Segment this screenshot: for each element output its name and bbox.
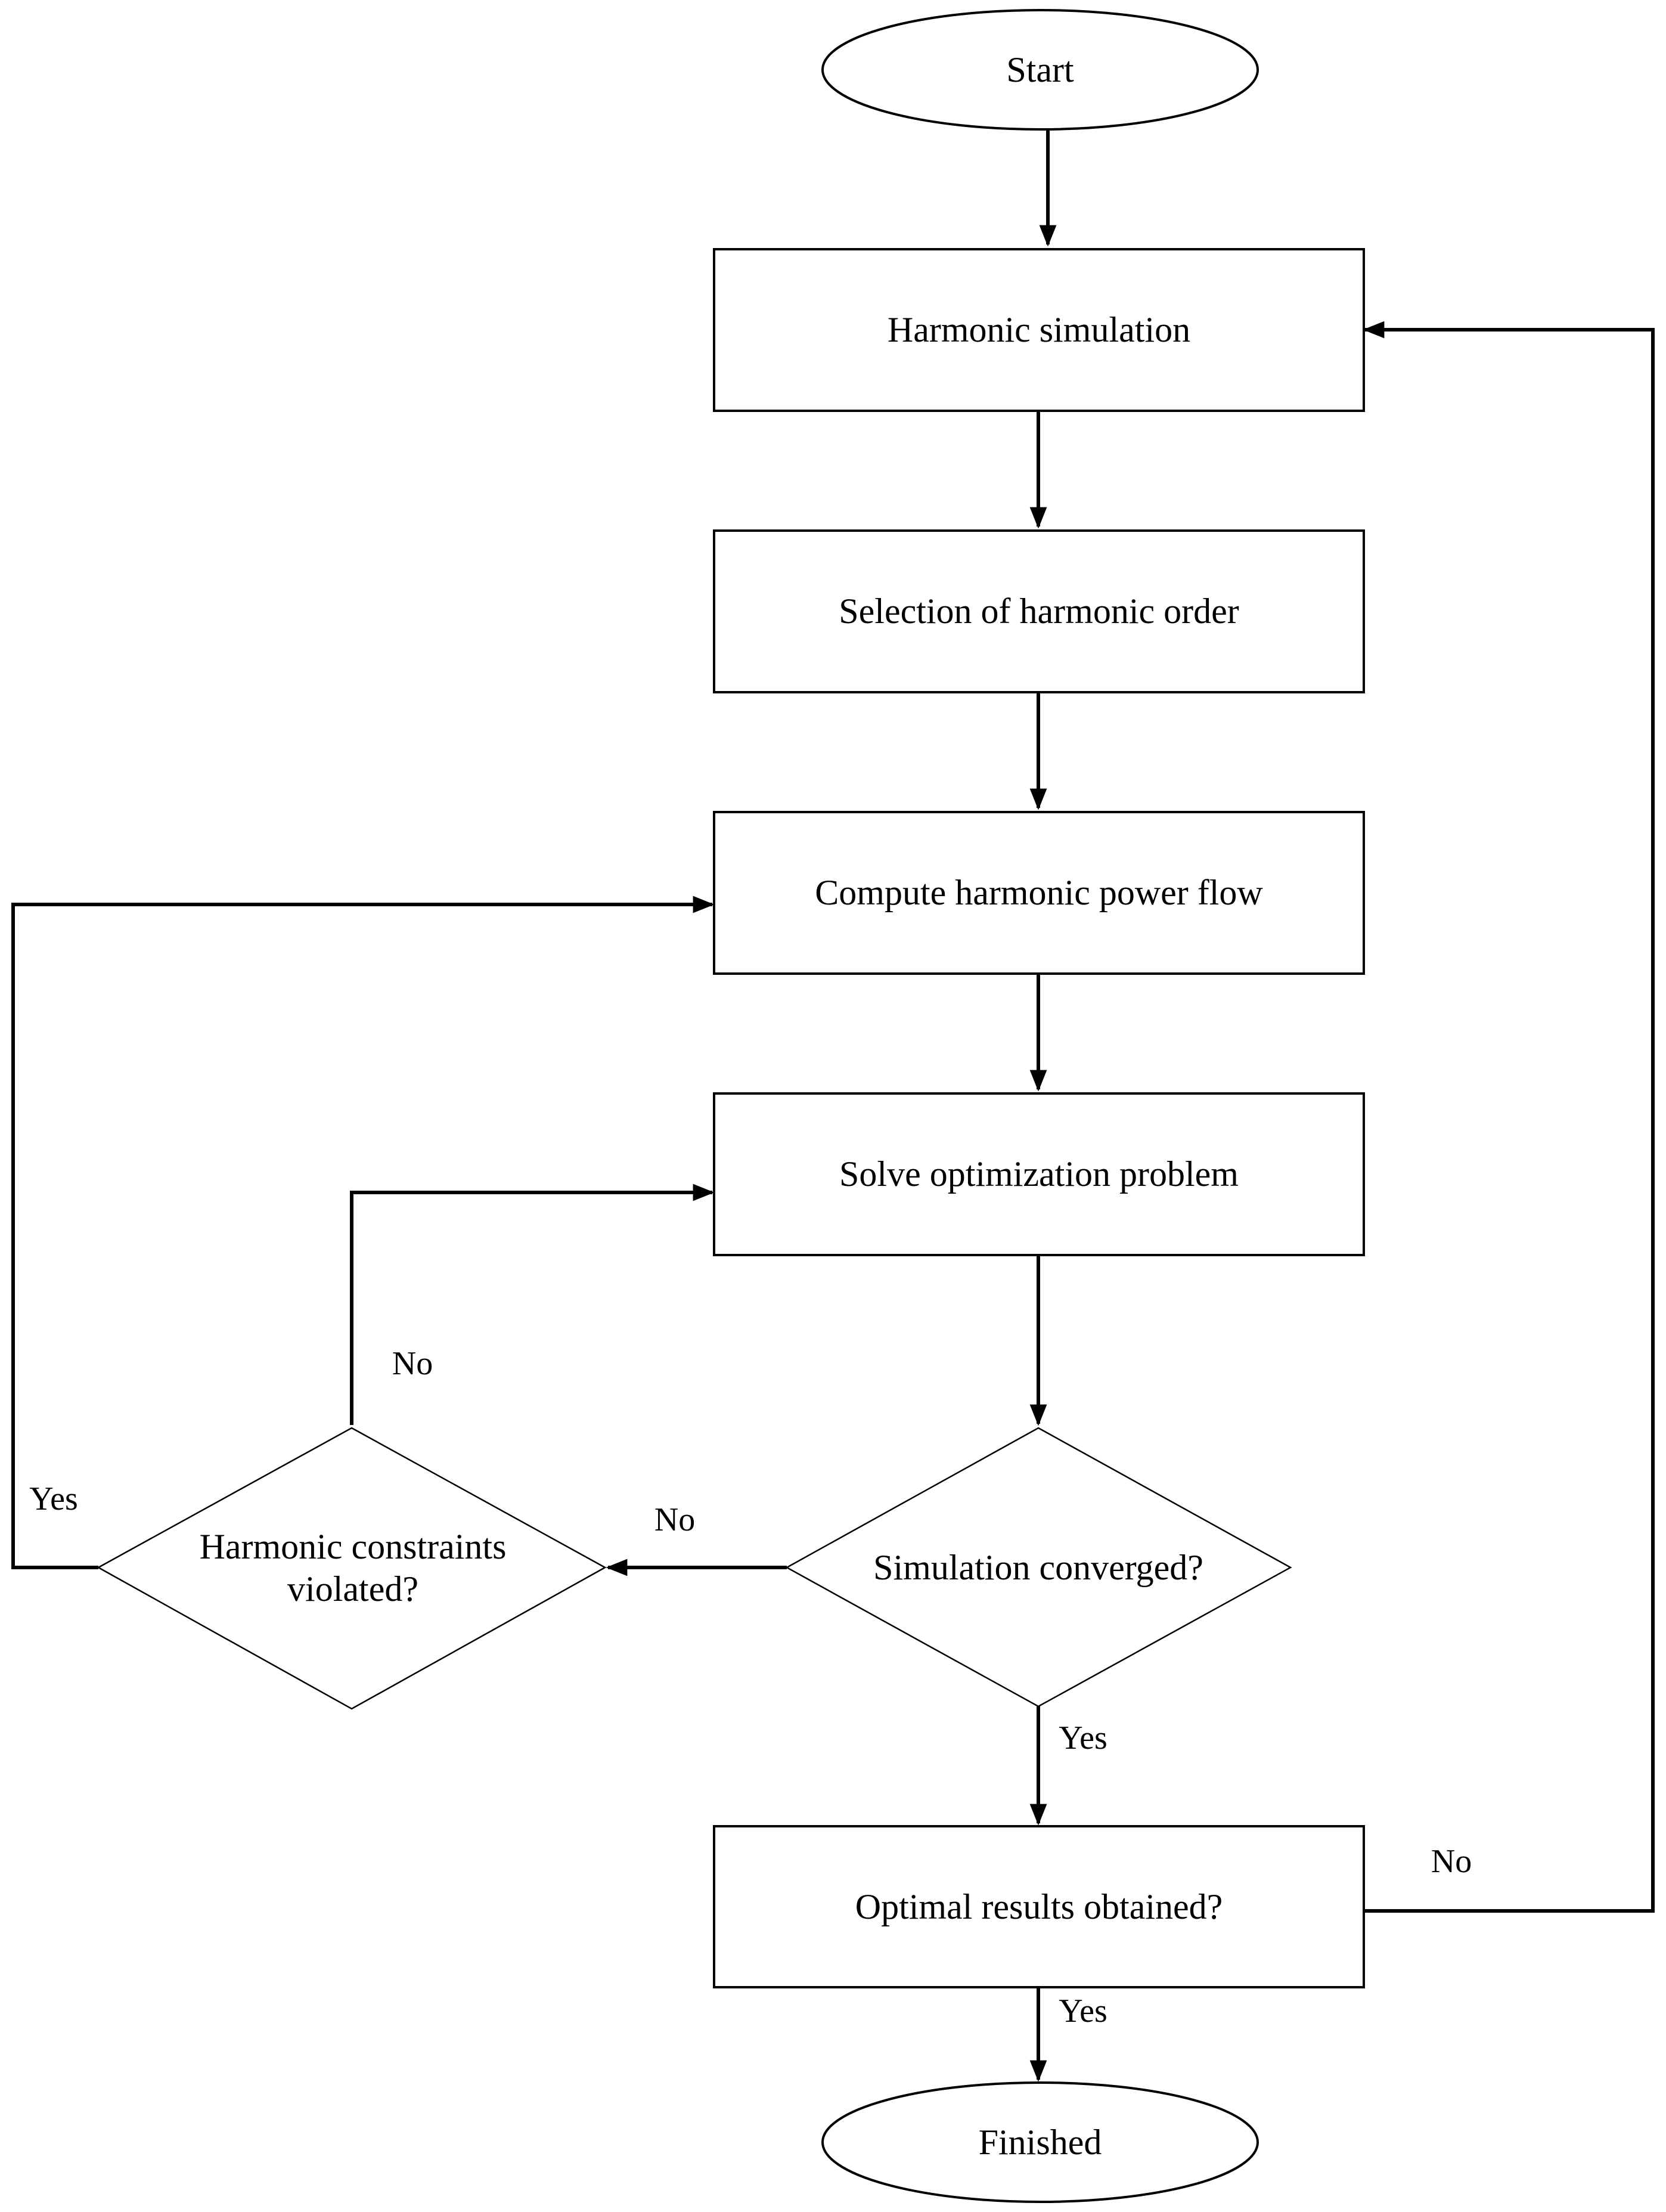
start-label: Start [1006,50,1074,89]
constraints-violated-label-line2: violated? [287,1569,418,1609]
optimal-results-label: Optimal results obtained? [855,1887,1223,1926]
optimal-results-node: Optimal results obtained? [713,1825,1365,1988]
optimal-no-label: No [1431,1843,1472,1880]
selection-order-label: Selection of harmonic order [839,591,1239,631]
edge-constraints-no-loop [350,1184,715,1425]
start-node: Start [821,9,1259,131]
edge-constraints-yes-loop [11,896,715,1569]
simulation-converged-node: Simulation converged? [785,1427,1292,1708]
constraints-yes-label: Yes [29,1480,77,1517]
compute-flow-node: Compute harmonic power flow [713,811,1365,975]
finished-node: Finished [821,2081,1259,2203]
optimal-yes-label: Yes [1059,1993,1107,2030]
constraints-violated-label-line1: Harmonic constraints [200,1527,507,1566]
solve-optimization-label: Solve optimization problem [839,1154,1239,1194]
selection-order-node: Selection of harmonic order [713,529,1365,693]
finished-label: Finished [979,2123,1102,2162]
constraints-violated-node: Harmonic constraints violated? [97,1427,607,1710]
constraints-no-label: No [392,1345,433,1382]
compute-flow-label: Compute harmonic power flow [815,873,1263,912]
converged-no-label: No [654,1501,695,1538]
solve-optimization-node: Solve optimization problem [713,1092,1365,1256]
harmonic-simulation-node: Harmonic simulation [713,248,1365,412]
simulation-converged-label: Simulation converged? [873,1548,1203,1587]
edge-optimal-no-loop [1363,321,1655,1913]
converged-yes-label: Yes [1059,1720,1107,1756]
harmonic-simulation-label: Harmonic simulation [888,310,1190,349]
